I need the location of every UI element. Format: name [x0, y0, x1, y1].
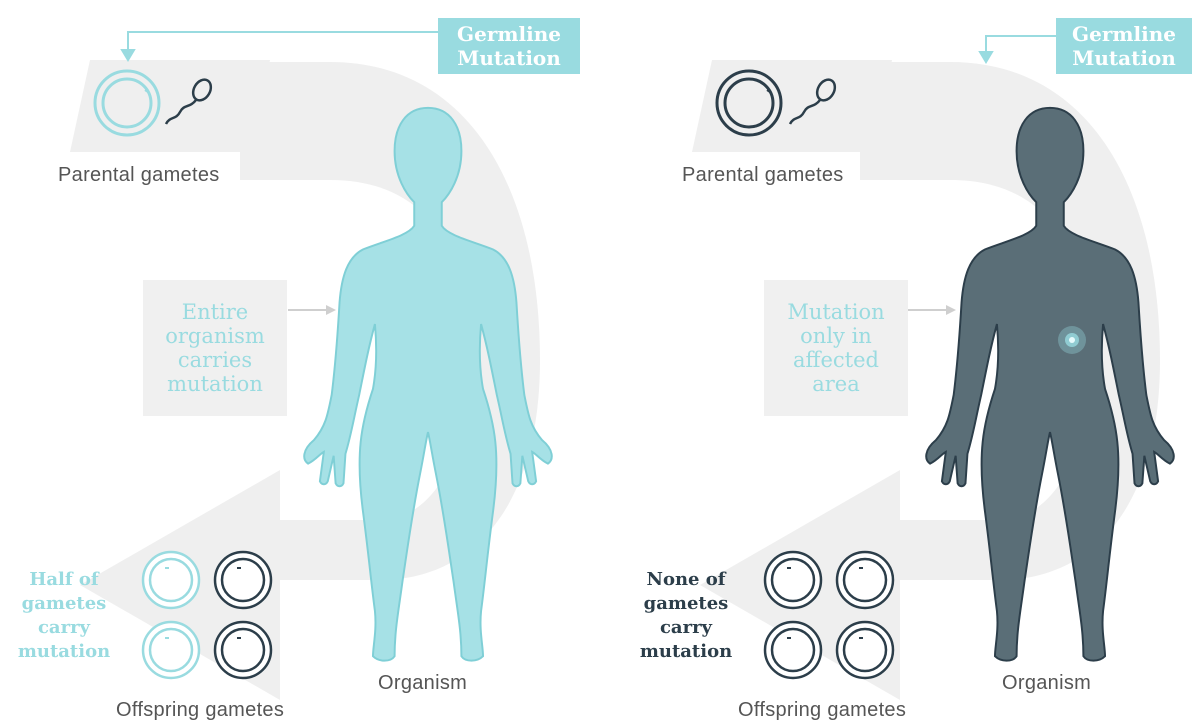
right-organism-label: Organism [1002, 672, 1091, 695]
left-box-pointer [288, 305, 336, 315]
mutated-gamete-icon [143, 552, 199, 608]
right-parental-gametes-card [692, 60, 892, 152]
left-germline-tag: Germline Mutation [438, 18, 580, 74]
normal-gamete-icon [215, 622, 271, 678]
normal-gamete-icon [765, 622, 821, 678]
right-gametes-note: None of gametes carry mutation [636, 568, 736, 664]
right-germline-tag: Germline Mutation [1056, 18, 1192, 74]
left-parental-gametes-card [70, 60, 270, 152]
right-info-box: Mutation only in affected area [764, 280, 908, 416]
normal-gamete-icon [837, 552, 893, 608]
left-parental-label: Parental gametes [58, 164, 220, 187]
right-box-pointer [908, 305, 956, 315]
left-info-box: Entire organism carries mutation [143, 280, 287, 416]
right-tag-connector [980, 36, 1056, 62]
normal-gamete-icon [837, 622, 893, 678]
normal-gamete-icon [215, 552, 271, 608]
left-gametes-note: Half of gametes carry mutation [14, 568, 114, 664]
left-organism-label: Organism [378, 672, 467, 695]
mutation-spot-icon [1058, 326, 1086, 354]
mutated-gamete-icon [143, 622, 199, 678]
normal-gamete-icon [765, 552, 821, 608]
left-tag-connector [122, 32, 438, 60]
right-parental-label: Parental gametes [682, 164, 844, 187]
right-offspring-label: Offspring gametes [738, 699, 906, 722]
left-offspring-label: Offspring gametes [116, 699, 284, 722]
